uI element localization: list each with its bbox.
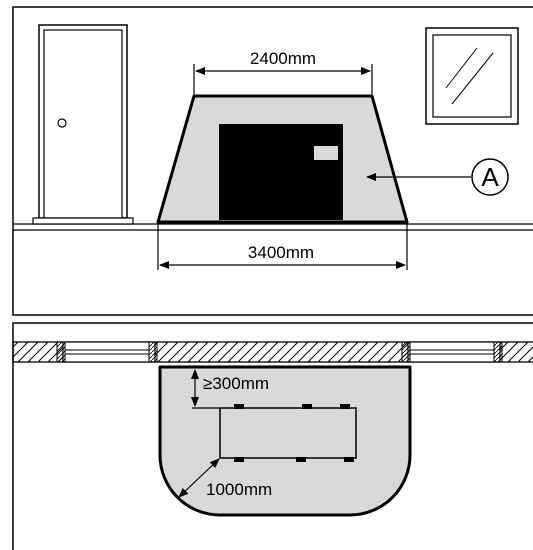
callout-label: A bbox=[481, 162, 499, 192]
window-pane bbox=[432, 34, 512, 118]
wall-window-right-opening bbox=[407, 341, 501, 363]
unit-plan-foot-tl bbox=[234, 404, 244, 409]
callout-circle bbox=[471, 158, 509, 196]
unit-body bbox=[219, 124, 343, 220]
door bbox=[32, 24, 134, 225]
wall-window-left-jamb-r bbox=[148, 341, 158, 363]
unit-display bbox=[314, 146, 338, 160]
wall-window-right-jamb-l bbox=[401, 341, 411, 363]
window-glare-1 bbox=[445, 47, 478, 89]
window bbox=[425, 27, 519, 125]
dim-bottom-label: 3400mm bbox=[248, 243, 314, 262]
plan-view-panel: ≥300mm 1000mm bbox=[12, 322, 533, 550]
unit-plan-foot-tr bbox=[340, 404, 350, 409]
dim-top-label: 2400mm bbox=[250, 49, 316, 68]
outdoor-unit-plan bbox=[219, 404, 357, 462]
unit-plan-foot-br bbox=[344, 457, 354, 462]
dim-radius-arrow bbox=[178, 458, 220, 498]
wall-window-left-jamb-l bbox=[56, 341, 66, 363]
wall-window-left-opening bbox=[62, 341, 156, 363]
wall-window-right-jamb-r bbox=[493, 341, 503, 363]
unit-plan-foot-tm bbox=[302, 404, 312, 409]
unit-plan-body bbox=[219, 407, 357, 459]
door-threshold bbox=[32, 217, 134, 225]
wall-window-right bbox=[401, 341, 503, 363]
front-view-frame bbox=[12, 6, 533, 316]
dim-back-label: ≥300mm bbox=[203, 374, 269, 393]
front-view-panel: 2400mm 3400mm A bbox=[12, 6, 533, 316]
dim-radius-label: 1000mm bbox=[206, 480, 272, 499]
wall-window-left bbox=[56, 341, 158, 363]
door-knob bbox=[57, 118, 67, 128]
unit-plan-foot-bm bbox=[296, 457, 306, 462]
unit-plan-foot-bl bbox=[234, 457, 244, 462]
door-leaf bbox=[43, 29, 123, 219]
outdoor-unit-front bbox=[219, 124, 343, 220]
window-glare-2 bbox=[451, 52, 494, 105]
plan-view-frame bbox=[12, 322, 533, 550]
